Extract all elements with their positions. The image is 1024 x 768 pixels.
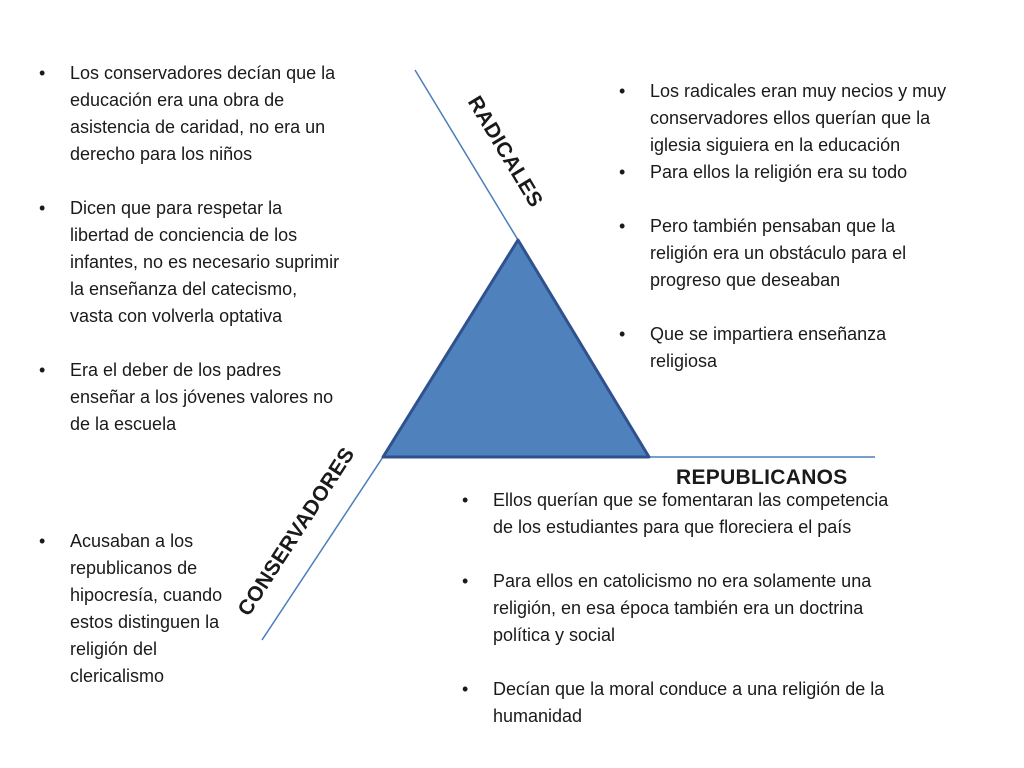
- list-item: Era el deber de los padres enseñar a los…: [37, 357, 342, 438]
- list-item: Para ellos la religión era su todo: [617, 159, 952, 186]
- conservadores-list-continued: Acusaban a los republicanos de hipocresí…: [37, 528, 227, 690]
- list-item: Pero también pensaban que la religión er…: [617, 213, 952, 294]
- list-item: Ellos querían que se fomentaran las comp…: [460, 487, 895, 541]
- list-item: Los conservadores decían que la educació…: [37, 60, 342, 168]
- list-item: Acusaban a los republicanos de hipocresí…: [37, 528, 227, 690]
- conservadores-list: Los conservadores decían que la educació…: [37, 60, 342, 438]
- list-item: Dicen que para respetar la libertad de c…: [37, 195, 342, 330]
- republicanos-label: REPUBLICANOS: [676, 466, 848, 489]
- republicanos-list: Ellos querían que se fomentaran las comp…: [460, 487, 895, 730]
- radicales-list: Los radicales eran muy necios y muy cons…: [617, 78, 952, 375]
- center-triangle: [381, 238, 651, 459]
- conservadores-axis-line: [261, 456, 384, 641]
- list-item: Para ellos en catolicismo no era solamen…: [460, 568, 895, 649]
- list-item: Los radicales eran muy necios y muy cons…: [617, 78, 952, 159]
- list-item: Que se impartiera enseñanza religiosa: [617, 321, 952, 375]
- list-item: Decían que la moral conduce a una religi…: [460, 676, 895, 730]
- radicales-axis-line: [414, 69, 519, 241]
